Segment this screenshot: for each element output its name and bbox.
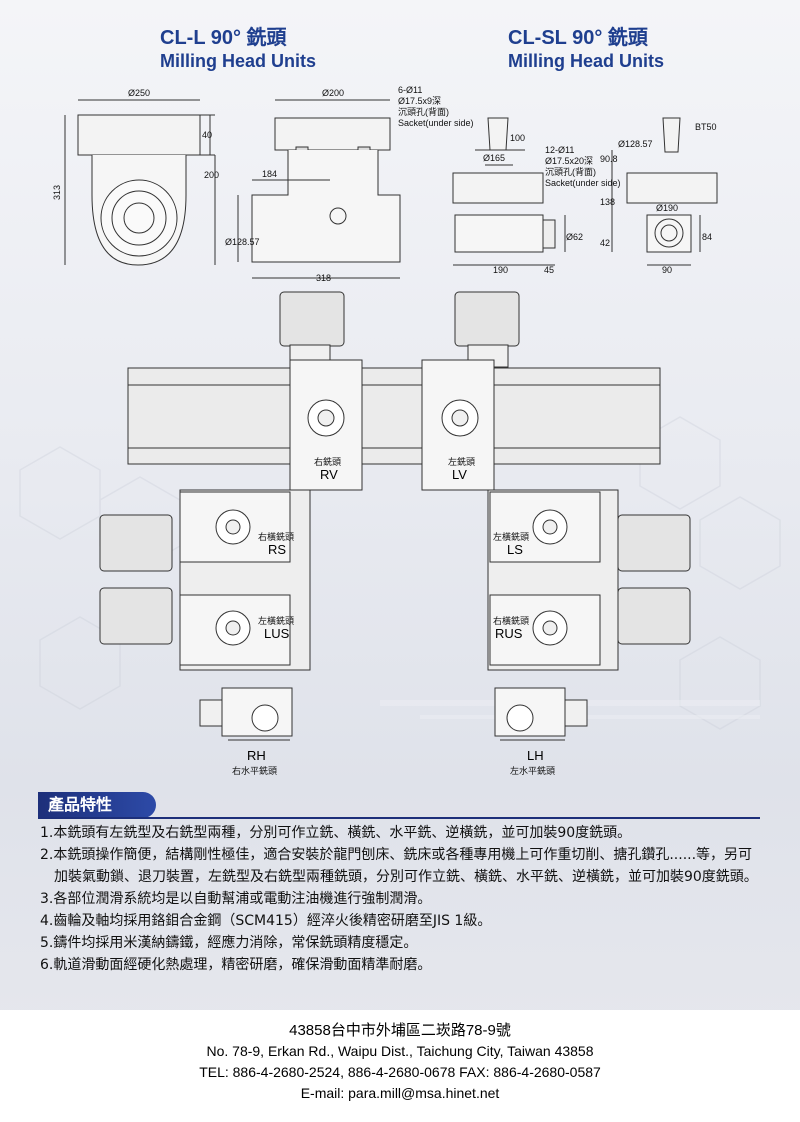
motor-lv [454, 291, 520, 368]
phone-fax: TEL: 886-4-2680-2524, 886-4-2680-0678 FA… [199, 1064, 601, 1080]
features-list: 1.本銑頭有左銑型及右銑型兩種，分別可作立銑、橫銑、水平銑、逆橫銑，並可加裝90… [40, 822, 760, 976]
dim-128-57: Ø128.57 [225, 237, 260, 247]
hole-note-2: Ø17.5x9深 [398, 96, 441, 106]
rv-cn-label: 右銑頭 [314, 456, 341, 467]
dim-62: Ø62 [566, 232, 583, 242]
email-link[interactable]: E-mail: para.mill@msa.hinet.net [300, 1085, 500, 1101]
dim-313: 313 [52, 185, 62, 200]
dim-42: 42 [600, 238, 610, 248]
dim-90: 90 [662, 265, 672, 275]
lv-cn-label: 左銑頭 [448, 456, 475, 467]
dim-200-height: 200 [204, 170, 219, 180]
right-title-line2: Milling Head Units [508, 51, 665, 71]
cl-sl-front-view [452, 117, 566, 266]
lus-cn-label: 左橫銑頭 [258, 615, 294, 626]
footer: 43858台中市外埔區二崁路78-9號 No. 78-9, Erkan Rd.,… [0, 1010, 800, 1122]
dim-318: 318 [316, 273, 331, 283]
feature-item: 5.鑄件均採用米漢納鑄鐵，經應力消除，常保銑頭精度穩定。 [40, 935, 418, 951]
feature-item: 2.本銑頭操作簡便，結構剛性極佳，適合安裝於龍門刨床、銑床或各種專用機上可作重切… [40, 847, 758, 885]
left-title: CL-L 90° 銑頭 Milling Head Units [160, 26, 316, 72]
rh-cn-label: 右水平銑頭 [232, 765, 277, 776]
lv-label: LV [452, 467, 467, 482]
address-chinese: 43858台中市外埔區二崁路78-9號 [289, 1022, 511, 1039]
feature-item: 6.軌道滑動面經硬化熱處理，精密研磨，確保滑動面精準耐磨。 [40, 957, 432, 973]
rs-label: RS [268, 542, 286, 557]
cl-sl-side-view [611, 117, 718, 266]
dim-45: 45 [544, 265, 554, 275]
hole2-note-1: 12-Ø11 [545, 145, 574, 155]
feature-item: 1.本銑頭有左銑型及右銑型兩種，分別可作立銑、橫銑、水平銑、逆橫銑，並可加裝90… [40, 825, 632, 841]
left-title-line2: Milling Head Units [160, 51, 317, 71]
dimension-drawings: Ø250 313 40 200 Ø200 184 Ø128.57 318 6-Ø… [52, 85, 718, 283]
dim-84: 84 [702, 232, 712, 242]
rs-cn-label: 右橫銑頭 [258, 531, 294, 542]
rv-label: RV [320, 467, 338, 482]
rh-label: RH [247, 748, 266, 763]
left-title-line1: CL-L 90° 銑頭 [160, 27, 287, 49]
dim-190b: Ø190 [656, 203, 678, 213]
lh-label: LH [527, 748, 544, 763]
hole-note-3: 沉頭孔(背面) [398, 106, 449, 117]
rus-cn-label: 右橫銑頭 [493, 615, 529, 626]
dim-90-8: 90.8 [600, 154, 618, 164]
rus-label: RUS [495, 626, 523, 641]
feature-item: 4.齒輪及軸均採用鉻鉬合金鋼（SCM415）經淬火後精密研磨至JIS 1級。 [40, 913, 492, 929]
ls-label: LS [507, 542, 523, 557]
ls-cn-label: 左橫銑頭 [493, 531, 529, 542]
dim-138: 138 [600, 197, 615, 207]
dim-100: 100 [510, 133, 525, 143]
hole-note-1: 6-Ø11 [398, 85, 422, 95]
dim-190: 190 [493, 265, 508, 275]
feature-item: 3.各部位潤滑系統均是以自動幫浦或電動注油機進行強制潤滑。 [40, 891, 432, 907]
hole2-note-3: 沉頭孔(背面) [545, 166, 596, 177]
features-heading: 產品特性 [38, 792, 156, 818]
right-title-line1: CL-SL 90° 銑頭 [508, 27, 648, 49]
dim-250: Ø250 [128, 88, 150, 98]
cl-l-side-view [237, 99, 401, 279]
hole2-note-4: Sacket(under side) [545, 178, 621, 188]
lus-label: LUS [264, 626, 290, 641]
cl-l-front-view [64, 99, 216, 266]
dim-184: 184 [262, 169, 277, 179]
right-title: CL-SL 90° 銑頭 Milling Head Units [508, 26, 664, 72]
features-divider [38, 817, 760, 819]
dim-165: Ø165 [483, 153, 505, 163]
motor-rv [279, 291, 345, 368]
bt50-label: BT50 [695, 122, 717, 132]
hole2-note-2: Ø17.5x20深 [545, 156, 593, 166]
dim-128-57b: Ø128.57 [618, 139, 653, 149]
dim-40: 40 [202, 130, 212, 140]
dim-200-width: Ø200 [322, 88, 344, 98]
lh-cn-label: 左水平銑頭 [510, 765, 555, 776]
address-english: No. 78-9, Erkan Rd., Waipu Dist., Taichu… [206, 1043, 594, 1059]
hole-note-4: Sacket(under side) [398, 118, 474, 128]
assembly-diagram: 右銑頭 RV 左銑頭 LV 右橫銑頭 RS 左橫銑頭 LS 左橫銑頭 LUS 右… [99, 291, 691, 776]
